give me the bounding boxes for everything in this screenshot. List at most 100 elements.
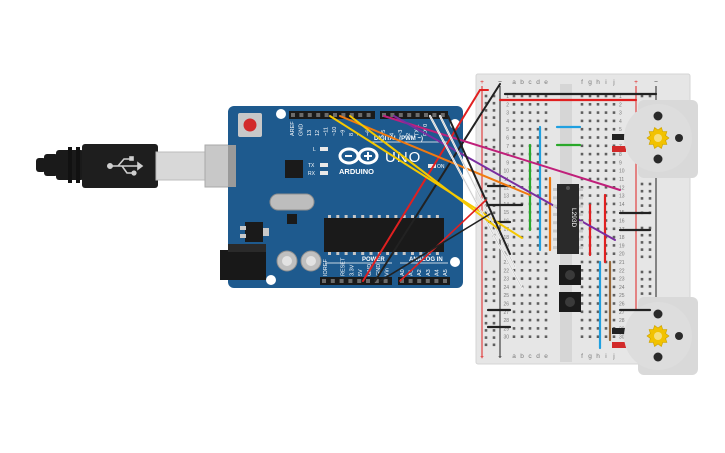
pin-label: 3.3V <box>349 264 355 276</box>
row-number: 30 <box>503 335 509 341</box>
pin-label: ~5 <box>381 130 387 136</box>
row-number: 12 <box>503 185 509 191</box>
pin-label: ~6 <box>366 130 372 136</box>
motor-gear-icon <box>646 325 670 347</box>
arduino-logo-icon <box>338 147 379 165</box>
wire-black-bottom <box>379 213 491 282</box>
row-number: 30 <box>619 335 625 341</box>
row-number: 20 <box>619 252 625 258</box>
pin-label: A4 <box>434 269 440 276</box>
pin-label: IOREF <box>323 259 329 276</box>
pin-label: 5V <box>358 269 364 276</box>
motor-gear-icon <box>646 127 670 149</box>
row-number: 10 <box>503 169 509 175</box>
motor-bottom <box>612 297 698 375</box>
pin-label: A1 <box>409 269 415 276</box>
column-label: a <box>512 79 516 86</box>
row-number: 5 <box>619 127 622 133</box>
analog-header[interactable] <box>398 277 450 285</box>
row-number: 8 <box>619 152 622 158</box>
column-label: j <box>612 353 614 360</box>
column-label: h <box>596 353 600 360</box>
row-number: 5 <box>506 127 509 133</box>
column-label: d <box>536 353 540 360</box>
on-label: ON <box>437 164 445 170</box>
row-number: 3 <box>619 111 622 117</box>
rail-label: − <box>498 354 502 361</box>
row-number: 16 <box>619 219 625 225</box>
rail-label: + <box>480 354 484 361</box>
wire-gray-3-outline <box>429 115 523 289</box>
column-label: b <box>520 79 524 86</box>
row-number: 25 <box>503 293 509 299</box>
pin-label: A5 <box>443 269 449 276</box>
column-label: e <box>544 79 548 86</box>
row-number: 12 <box>619 185 625 191</box>
pin-label: ~9 <box>340 130 346 136</box>
row-number: 26 <box>619 302 625 308</box>
column-label: g <box>588 79 592 86</box>
pin-label: ~3 <box>398 130 404 136</box>
wire-red-5v <box>362 89 489 282</box>
led-rx-label: RX <box>308 171 316 177</box>
column-label: h <box>596 79 600 86</box>
row-number: 23 <box>619 277 625 283</box>
pushbutton-icon[interactable] <box>559 292 581 312</box>
row-number: 10 <box>619 169 625 175</box>
pushbutton-icon[interactable] <box>559 265 581 285</box>
row-number: 15 <box>503 210 509 216</box>
power-header[interactable] <box>320 277 392 285</box>
column-label: a <box>512 353 516 360</box>
row-number: 11 <box>619 177 624 183</box>
row-number: 27 <box>503 310 509 316</box>
pin-label: A2 <box>417 269 423 276</box>
column-label: d <box>536 79 540 86</box>
usb-symbol-icon <box>107 156 144 176</box>
row-number: 13 <box>503 194 509 200</box>
row-number: 28 <box>503 318 509 324</box>
row-number: 22 <box>619 268 625 274</box>
wire-magenta-7 <box>383 115 621 191</box>
row-number: 2 <box>619 102 622 108</box>
pin-label: A3 <box>426 269 432 276</box>
row-number: 26 <box>503 302 509 308</box>
row-number: 7 <box>506 144 509 150</box>
column-label: i <box>605 353 606 360</box>
row-number: 1 <box>619 94 622 100</box>
row-number: 1 <box>506 94 509 100</box>
column-label: g <box>588 353 592 360</box>
row-number: 27 <box>619 310 625 316</box>
pin-label: GND <box>298 124 304 136</box>
row-number: 23 <box>503 277 509 283</box>
column-label: c <box>528 79 532 86</box>
rail-label: + <box>480 79 484 86</box>
wire-gray-2-outline <box>439 115 516 268</box>
column-label: f <box>581 79 583 86</box>
row-number: 2 <box>506 102 509 108</box>
reset-button[interactable] <box>238 113 262 137</box>
row-number: 17 <box>503 227 509 233</box>
row-number: 29 <box>503 326 509 332</box>
column-label: f <box>581 353 583 360</box>
pin-label: 4 <box>389 133 395 136</box>
column-label: j <box>612 79 614 86</box>
row-number: 21 <box>503 260 509 266</box>
pin-label: 12 <box>315 130 321 136</box>
digital-label: DIGITAL (PWM ~) <box>374 136 423 142</box>
digital-header-right[interactable] <box>380 111 448 119</box>
pin-label: ~10 <box>332 127 338 136</box>
pin-label: A0 <box>400 269 406 276</box>
rail-label: − <box>498 79 502 86</box>
row-number: 13 <box>619 194 625 200</box>
led-l-label: L <box>313 147 316 153</box>
column-label: i <box>605 79 606 86</box>
row-number: 19 <box>619 243 625 249</box>
chip-label: L293D <box>570 208 577 227</box>
digital-header-left[interactable] <box>289 111 375 119</box>
column-label: c <box>528 353 532 360</box>
row-number: 22 <box>503 268 509 274</box>
column-label: e <box>544 353 548 360</box>
l293d-chip: L293D <box>553 184 583 254</box>
wire-orange-11 <box>339 115 531 196</box>
